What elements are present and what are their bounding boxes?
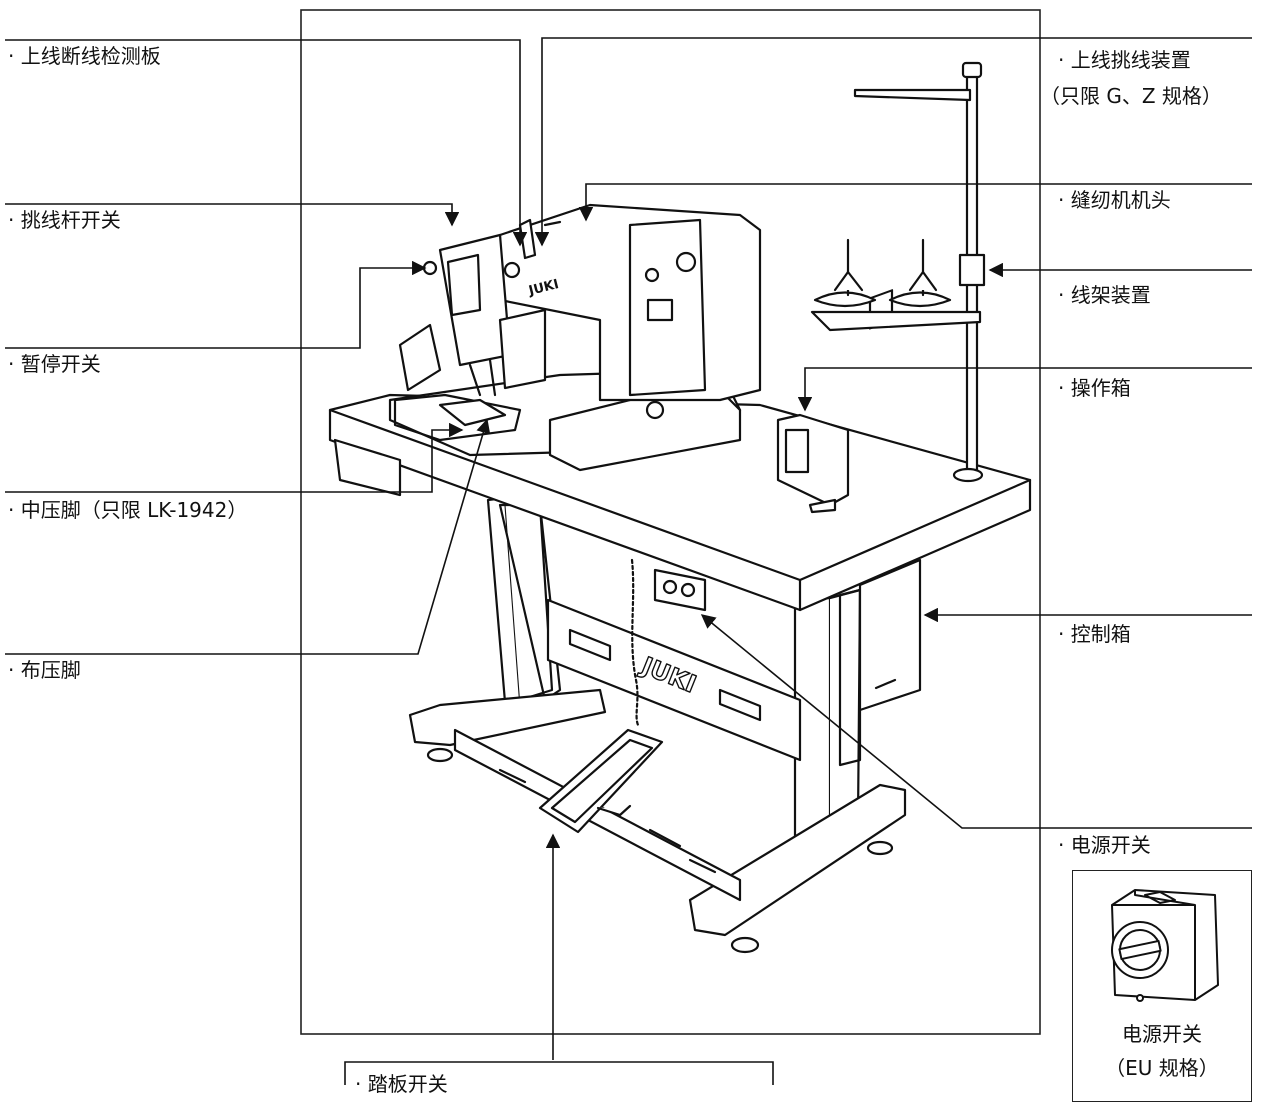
label-upper-thread-picker-note: （只限 G、Z 规格）: [1040, 84, 1222, 108]
eu-power-switch-title: 电源开关: [1122, 1022, 1202, 1046]
leader-machine-head: [578, 183, 1252, 222]
label-control-box: · 控制箱: [1058, 622, 1131, 646]
label-pedal-switch: · 踏板开关: [355, 1072, 448, 1096]
leader-upper-thread-picker: [534, 37, 1252, 247]
illustration-frame: [300, 9, 1041, 1035]
machine-brand: JUKI: [526, 277, 560, 299]
label-center-presser: · 中压脚（只限 LK-1942）: [8, 498, 248, 522]
leader-thread-breakage-detector: [5, 39, 528, 247]
pedal-label-bracket: [344, 1061, 774, 1085]
label-thread-stand: · 线架装置: [1058, 283, 1151, 307]
leader-cloth-presser: [5, 418, 491, 655]
label-pause-switch: · 暂停开关: [8, 352, 101, 376]
leader-thread-take-up-switch: [5, 203, 460, 227]
power-switch-box: [653, 568, 707, 612]
leader-operation-box: [797, 367, 1252, 412]
label-power-switch: · 电源开关: [1058, 833, 1151, 857]
eu-power-switch-note: （EU 规格）: [1105, 1056, 1219, 1080]
leader-power-switch: [700, 614, 1252, 829]
leader-pause-switch: [5, 260, 427, 349]
operation-box: [776, 413, 850, 514]
table-stand: JUKI: [408, 496, 907, 954]
eu-power-switch-illustration: [1111, 889, 1219, 1002]
control-box: [858, 289, 922, 712]
machine-head: JUKI: [388, 203, 762, 472]
pedal: [538, 558, 664, 834]
leader-center-presser: [5, 422, 464, 493]
label-thread-take-up-switch: · 挑线杆开关: [8, 208, 121, 232]
label-thread-breakage-detector: · 上线断线检测板: [8, 44, 161, 68]
label-cloth-presser: · 布压脚: [8, 658, 81, 682]
label-upper-thread-picker: · 上线挑线装置: [1058, 48, 1191, 72]
label-machine-head: · 缝纫机机头: [1058, 188, 1171, 212]
label-operation-box: · 操作箱: [1058, 376, 1131, 400]
thread-stand: [810, 61, 986, 483]
